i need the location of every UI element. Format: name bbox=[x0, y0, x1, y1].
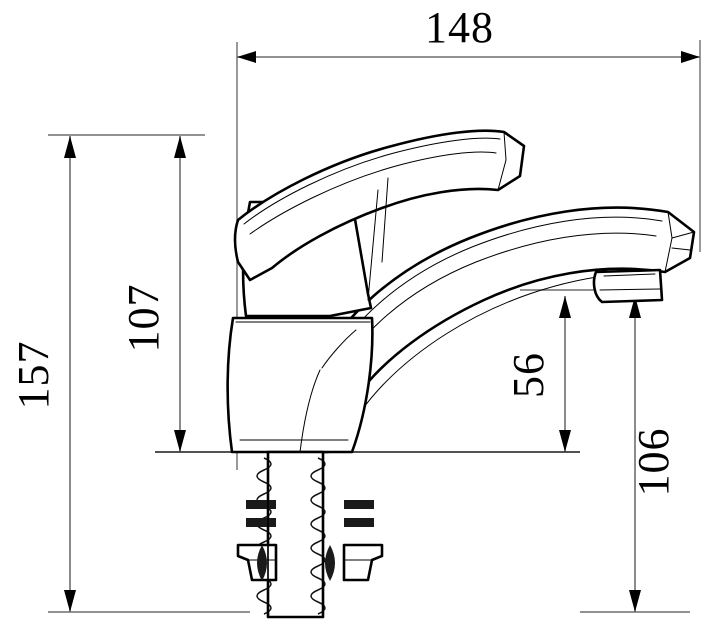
dimension-label-157: 157 bbox=[9, 341, 58, 410]
nut-core-right bbox=[325, 545, 335, 581]
dimension-label-106: 106 bbox=[629, 428, 678, 497]
arrow-top-107 bbox=[174, 136, 186, 158]
junction-lower-curve bbox=[299, 369, 321, 453]
arrow-bottom-106 bbox=[629, 590, 641, 612]
arrow-right-148 bbox=[681, 51, 700, 63]
arrow-bottom-157 bbox=[64, 590, 76, 612]
dimension-label-148: 148 bbox=[425, 3, 494, 52]
arrow-top-106 bbox=[629, 296, 641, 318]
arrow-bottom-56 bbox=[559, 430, 571, 452]
handle-outline bbox=[233, 129, 526, 282]
arrow-left-148 bbox=[237, 51, 256, 63]
arrow-bottom-107 bbox=[174, 430, 186, 452]
arrow-top-56 bbox=[559, 296, 571, 318]
right-thread-path bbox=[310, 457, 326, 615]
thread-helix-right bbox=[310, 457, 326, 615]
mounting-washers bbox=[246, 500, 374, 527]
aerator-outline bbox=[592, 268, 664, 304]
handle-top-highlight-2 bbox=[249, 151, 497, 235]
dimension-body-height: 107 bbox=[119, 136, 186, 452]
threaded-shank-assembly bbox=[236, 450, 384, 619]
washer-right-upper bbox=[344, 500, 374, 509]
handle-top-highlight bbox=[243, 137, 501, 225]
washer-left-lower bbox=[246, 518, 276, 527]
mounting-nut-right bbox=[342, 543, 384, 582]
left-thread-path bbox=[256, 457, 272, 615]
spout-tip-edge-2 bbox=[671, 231, 695, 239]
dimension-spout-clearance: 56 bbox=[504, 289, 648, 452]
lever-handle bbox=[233, 129, 526, 301]
spout-tip-facet bbox=[664, 211, 695, 273]
dimension-overall-height: 157 bbox=[9, 134, 250, 613]
dimension-label-107: 107 bbox=[119, 284, 168, 353]
junction-fillet bbox=[321, 329, 357, 369]
aerator-edge bbox=[603, 273, 656, 277]
dimension-label-56: 56 bbox=[504, 352, 553, 398]
washer-right-lower bbox=[344, 518, 374, 527]
handle-panel-line-1 bbox=[367, 189, 379, 301]
spout-tip-edge-3 bbox=[671, 247, 691, 251]
faucet-spout bbox=[298, 206, 696, 454]
washer-left-upper bbox=[246, 500, 276, 509]
nut-left-body bbox=[236, 543, 278, 582]
nut-core-left bbox=[257, 545, 267, 581]
nut-right-body bbox=[342, 543, 384, 582]
mounting-nut-left bbox=[236, 543, 278, 582]
handle-panel-line-2 bbox=[381, 177, 389, 263]
dimension-spout-total: 106 bbox=[580, 296, 690, 613]
body-spout-junction bbox=[299, 329, 357, 453]
body-lower-outline bbox=[226, 316, 374, 454]
arrow-top-157 bbox=[64, 136, 76, 158]
thread-helix-left bbox=[256, 457, 272, 615]
handle-end-edge bbox=[497, 131, 507, 191]
aerator-edge-2 bbox=[599, 288, 661, 291]
handle-end-facet bbox=[497, 131, 525, 191]
